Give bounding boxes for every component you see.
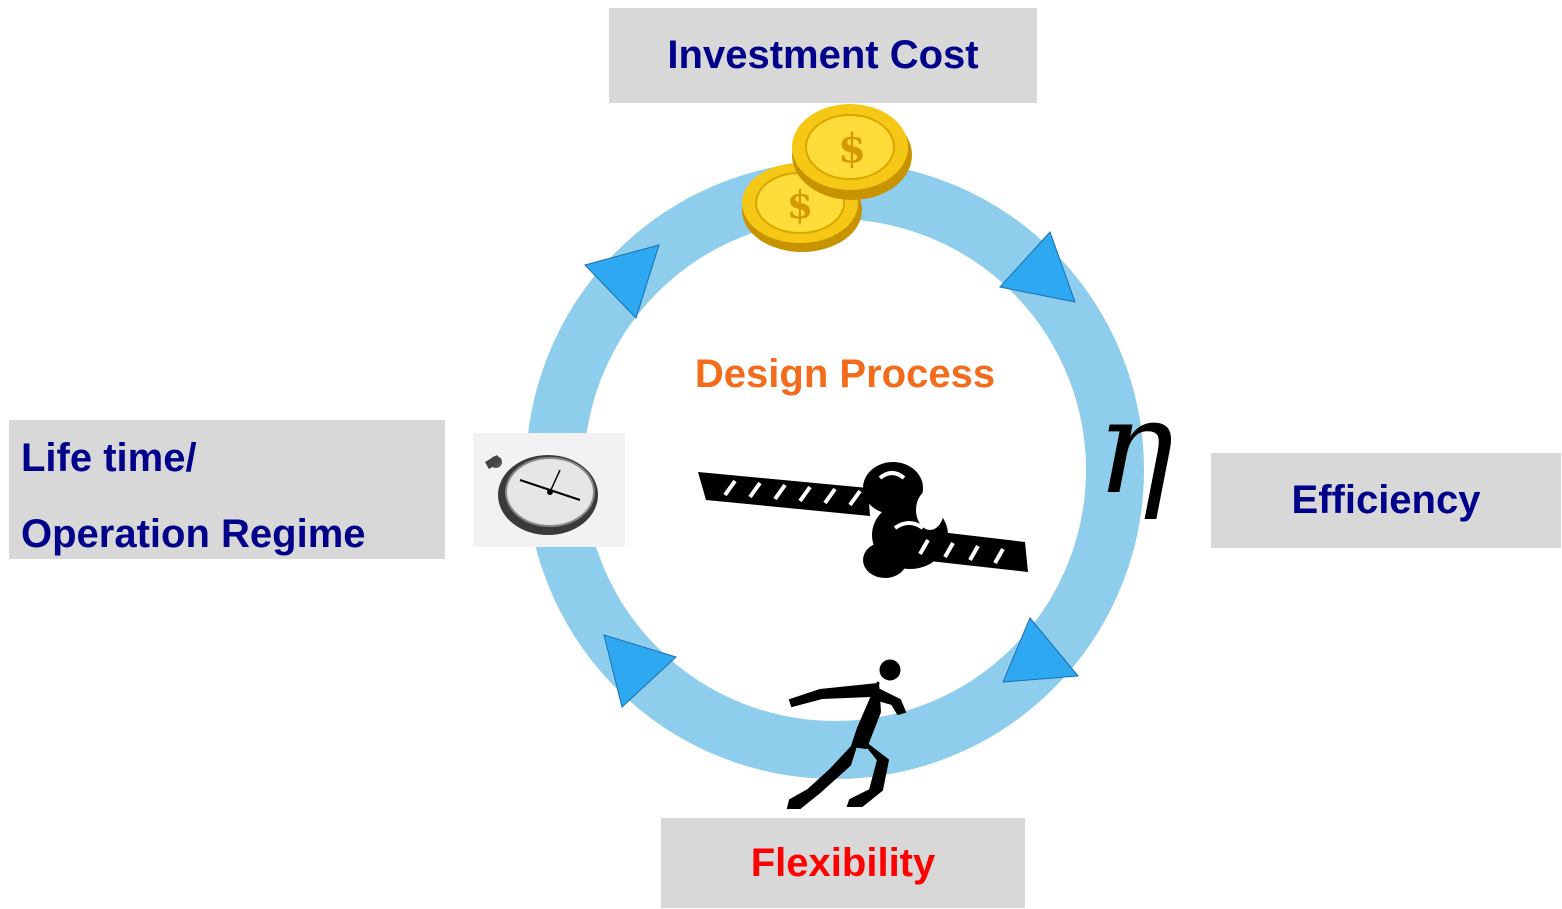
design-process-title: Design Process [694, 352, 996, 396]
svg-text:$: $ [787, 182, 813, 227]
efficiency-label: Efficiency [1291, 478, 1481, 522]
cycle-arrow-icon [1002, 617, 1079, 683]
sprinter-icon [786, 659, 907, 809]
cycle-arrow-icon [584, 244, 660, 319]
node-flexibility: Flexibility [661, 818, 1025, 908]
coins-icon: $ $ [742, 104, 912, 252]
efficiency-eta-symbol: η [1096, 371, 1174, 523]
investment-cost-label: Investment Cost [667, 33, 979, 77]
stopwatch-icon [473, 433, 625, 547]
node-lifetime-operation-regime: Life time/ Operation Regime [9, 420, 445, 559]
lifetime-label-line1: Life time/ [21, 436, 197, 480]
knotted-rope-icon [698, 462, 1028, 578]
flexibility-label: Flexibility [750, 840, 936, 885]
cycle-arrow-icon [603, 634, 677, 708]
cycle-arrow-icon [999, 231, 1076, 303]
node-investment-cost: Investment Cost [609, 8, 1037, 103]
svg-text:$: $ [838, 125, 866, 172]
node-efficiency: Efficiency [1211, 453, 1561, 548]
lifetime-label-line2: Operation Regime [21, 512, 366, 556]
